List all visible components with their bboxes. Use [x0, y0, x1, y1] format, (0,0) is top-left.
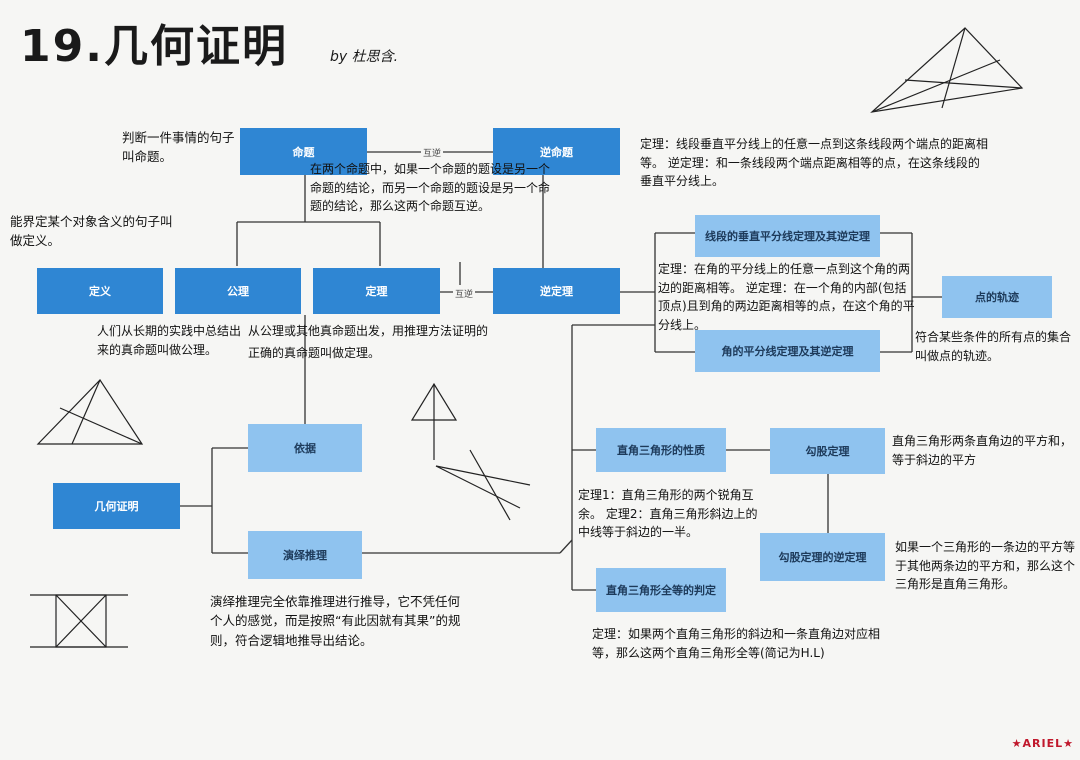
box-definition: 定义: [37, 268, 163, 314]
box-basis: 依据: [248, 424, 362, 472]
box-pythagorean-theorem: 勾股定理: [770, 428, 885, 474]
note-angle-bisector: 定理：在角的平分线上的任意一点到这个角的两边的距离相等。 逆定理：在一个角的内部…: [658, 262, 915, 332]
rectangle-sketch-icon: [30, 594, 128, 648]
note-theorem-line1: 从公理或其他真命题出发，用推理方法证明的: [248, 324, 489, 338]
ariel-stamp: ★ARIEL★: [1011, 737, 1074, 750]
note-theorem-line2: 正确的真命题叫做定理。: [248, 346, 381, 360]
box-perpendicular-bisector: 线段的垂直平分线定理及其逆定理: [695, 215, 880, 257]
box-angle-bisector: 角的平分线定理及其逆定理: [695, 330, 880, 372]
note-locus: 符合某些条件的所有点的集合叫做点的轨迹。: [915, 330, 1072, 363]
box-theorem: 定理: [313, 268, 440, 314]
left-triangle-sketch-icon: [36, 379, 144, 445]
box-right-triangle-properties: 直角三角形的性质: [596, 428, 726, 472]
note-reciprocal: 在两个命题中，如果一个命题的题设是另一个命题的结论，而另一个命题的题设是另一个命…: [310, 162, 551, 214]
link-label-reciprocal: 互逆: [421, 146, 444, 159]
link-label-reciprocal-2: 互逆: [453, 287, 476, 300]
note-congruence: 定理：如果两个直角三角形的斜边和一条直角边对应相等，那么这两个直角三角形全等(简…: [592, 627, 881, 660]
note-deductive-reasoning: 演绎推理完全依靠推理进行推导，它不凭任何个人的感觉，而是按照“有此因就有其果”的…: [210, 594, 461, 648]
box-deductive-reasoning: 演绎推理: [248, 531, 362, 579]
angle-sketch-icon: [410, 382, 531, 521]
box-right-triangle-congruence: 直角三角形全等的判定: [596, 568, 726, 612]
note-axiom: 人们从长期的实践中总结出来的真命题叫做公理。: [97, 324, 242, 357]
box-inverse-theorem: 逆定理: [493, 268, 620, 314]
note-right-triangle-properties: 定理1：直角三角形的两个锐角互余。 定理2：直角三角形斜边上的中线等于斜边的一半…: [578, 488, 758, 540]
note-proposition: 判断一件事情的句子叫命题。: [122, 130, 235, 165]
author-signature: by 杜思含.: [330, 49, 399, 65]
note-perpendicular-bisector: 定理：线段垂直平分线上的任意一点到这条线段两个端点的距离相等。 逆定理：和一条线…: [640, 137, 989, 189]
triangle-sketch-icon: [870, 27, 1024, 113]
box-axiom: 公理: [175, 268, 301, 314]
note-pythagorean-converse: 如果一个三角形的一条边的平方等于其他两条边的平方和，那么这个三角形是直角三角形。: [895, 540, 1076, 592]
note-definition: 能界定某个对象含义的句子叫做定义。: [10, 214, 173, 249]
box-pythagorean-converse: 勾股定理的逆定理: [760, 533, 885, 581]
page-title: 19.几何证明: [20, 21, 288, 72]
note-pythagorean: 直角三角形两条直角边的平方和，等于斜边的平方: [892, 434, 1073, 467]
box-locus: 点的轨迹: [942, 276, 1052, 318]
box-inverse-proposition: 逆命题: [493, 128, 620, 175]
box-geometric-proof: 几何证明: [53, 483, 180, 529]
box-proposition: 命题: [240, 128, 367, 175]
